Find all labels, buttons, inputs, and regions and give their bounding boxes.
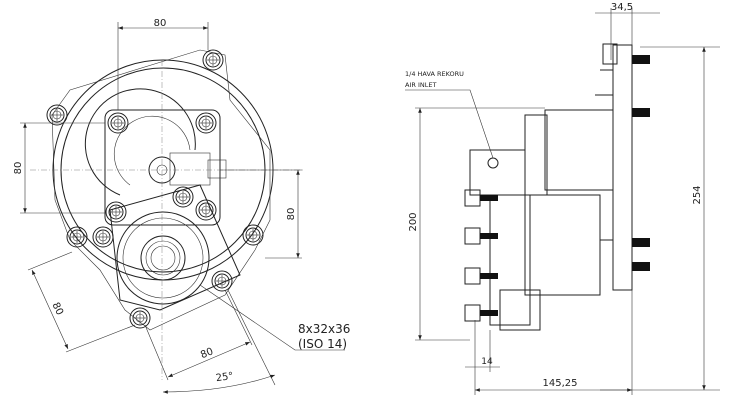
dim-flange: 34,5 xyxy=(611,2,633,13)
bolts xyxy=(46,49,264,329)
side-view: 34,5 254 200 14 145,25 1/4 HAVA REKORU A… xyxy=(405,2,720,395)
dim-height-total: 254 xyxy=(692,185,703,204)
air-inlet-label-tr: 1/4 HAVA REKORU xyxy=(405,70,464,78)
air-inlet-port xyxy=(487,157,499,169)
air-inlet-label-en: AIR INLET xyxy=(405,81,436,89)
front-view: 80 80 80 80 80 25° 8x32x36 (ISO 14) xyxy=(13,18,350,394)
dim-bottom: 80 xyxy=(199,346,215,361)
dim-right: 80 xyxy=(286,208,297,221)
side-bolts xyxy=(464,189,498,322)
dim-length: 145,25 xyxy=(543,378,578,389)
dim-offset: 14 xyxy=(481,357,493,367)
dim-left: 80 xyxy=(13,162,24,175)
mounting-bracket xyxy=(51,49,271,331)
spline-spec: 8x32x36 xyxy=(298,322,350,336)
angle-dim: 25° xyxy=(215,371,234,384)
dim-height: 200 xyxy=(408,212,419,231)
dim-bottom-left: 80 xyxy=(50,301,65,317)
pto-flange xyxy=(109,184,241,311)
spline-shaft xyxy=(140,235,186,281)
mounting-flange xyxy=(612,44,633,291)
gearbox-body xyxy=(104,109,221,226)
spline-standard: (ISO 14) xyxy=(298,337,347,351)
gearbox-side xyxy=(544,109,614,191)
dim-top: 80 xyxy=(154,18,167,29)
stud xyxy=(632,55,650,64)
